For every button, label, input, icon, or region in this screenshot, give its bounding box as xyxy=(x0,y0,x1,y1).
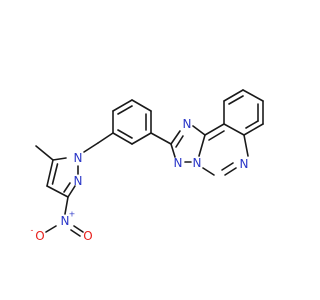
bond-pz-c5-n1 xyxy=(52,157,67,161)
atom-n-nitro: N xyxy=(61,214,70,228)
bond-tz-c2-n1 xyxy=(170,130,181,145)
bond-c9a-c9b xyxy=(204,123,225,136)
atom-o-double: O xyxy=(83,229,92,243)
bond-tz-c9a-n4 xyxy=(198,134,206,157)
bond-ph-3 xyxy=(131,99,152,112)
bond-ph-5 xyxy=(131,132,152,145)
bond-c6a-c9b xyxy=(223,123,245,136)
bond-n1-ch2 xyxy=(83,142,99,153)
atom-n-qz: N xyxy=(240,157,249,171)
bond-c9a-c9b-inner xyxy=(208,130,225,141)
bond-n6-c6a xyxy=(243,134,249,157)
bond-pz-c5-c4 xyxy=(46,159,54,187)
bond-ph-6-inner xyxy=(117,129,133,139)
bond-pz-c5-c4-inner xyxy=(51,163,59,185)
atom-n-tz2: N xyxy=(174,156,183,170)
bond-tz-n3-c2 xyxy=(170,143,176,158)
bond-bz-2 xyxy=(223,89,244,102)
atom-o-minus: O xyxy=(35,229,44,243)
bond-ph-6 xyxy=(112,132,133,145)
bond-ph-2-inner xyxy=(117,105,133,115)
atom-labels: N N N + O - O N N N N xyxy=(31,117,249,243)
bond-bz-5-inner xyxy=(245,120,259,129)
bond-bz-2-inner xyxy=(228,95,244,105)
bonds xyxy=(35,89,264,237)
charge-n-nitro: + xyxy=(69,210,76,219)
bond-pz-c3-n2-inner xyxy=(63,182,71,193)
molecule-diagram: N N N + O - O N N N N xyxy=(31,89,264,243)
structure-svg: N N N + O - O N N N N xyxy=(31,89,264,243)
bond-ph-tz xyxy=(150,132,172,145)
bond-n4-c5 xyxy=(202,167,215,176)
bond-methyl xyxy=(35,145,54,161)
bond-c5-n6-inner xyxy=(221,162,234,171)
bond-nitro-odouble-2 xyxy=(70,229,81,237)
bond-pz-c4-c3 xyxy=(46,185,69,198)
bond-tz-c2-n1-inner xyxy=(175,135,184,148)
bond-bz-3 xyxy=(242,89,264,102)
atom-n-tz1: N xyxy=(183,117,192,131)
atom-n-pz1: N xyxy=(74,151,83,165)
bond-tz-n1-c9a xyxy=(192,125,206,136)
bond-c5-n6 xyxy=(224,167,237,176)
charge-o-minus: - xyxy=(31,226,34,235)
bond-nitro-odouble xyxy=(73,225,84,233)
bond-ch2-ph xyxy=(97,132,114,144)
bond-bz-5 xyxy=(243,123,264,136)
atom-n-tz3: N xyxy=(193,156,202,170)
atom-n-pz2: N xyxy=(74,174,83,188)
bond-c3-nitro xyxy=(64,196,69,215)
bond-ph-2 xyxy=(112,99,133,112)
bond-pz-c3-n2 xyxy=(67,185,76,198)
bond-nitro-ominus xyxy=(45,225,57,233)
